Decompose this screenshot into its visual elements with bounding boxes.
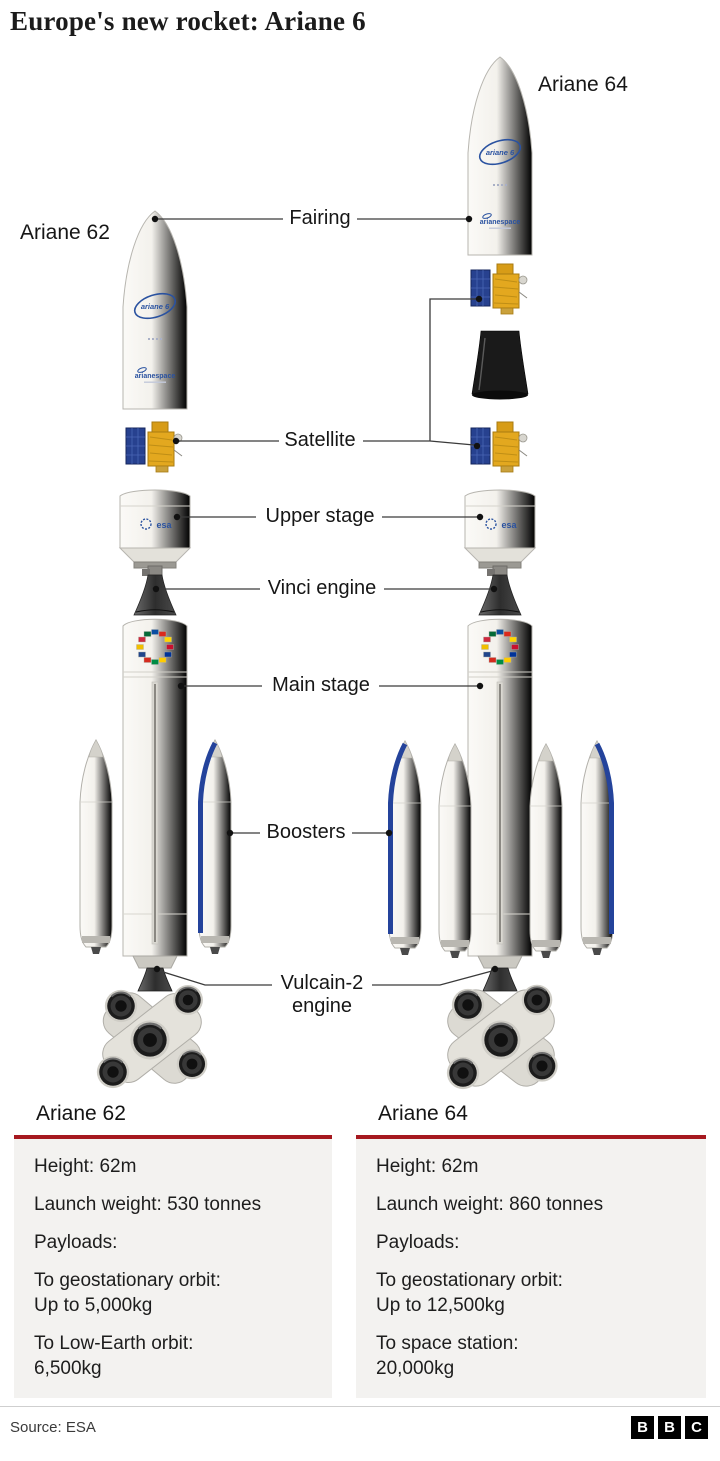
a62-booster-right bbox=[198, 739, 232, 955]
label-ariane-62: Ariane 62 bbox=[20, 221, 110, 244]
spec-row: To Low-Earth orbit:6,500kg bbox=[34, 1333, 194, 1380]
label-satellite: Satellite bbox=[284, 429, 356, 451]
a64-fairing-art bbox=[467, 56, 533, 256]
connector-dots bbox=[151, 215, 499, 973]
spec-row: Launch weight: 530 tonnes bbox=[34, 1194, 262, 1216]
bbc-logo-letter: C bbox=[685, 1416, 708, 1439]
label-upper-stage: Upper stage bbox=[265, 505, 375, 527]
spec-row: Height: 62m bbox=[34, 1156, 137, 1177]
label-vulcain-engine: Vulcain-2 engine bbox=[280, 972, 364, 1017]
a62-upper-stage-art bbox=[119, 489, 191, 569]
bbc-logo: B B C bbox=[631, 1416, 708, 1439]
spec-row: Payloads: bbox=[34, 1232, 118, 1254]
spec-row: Launch weight: 860 tonnes bbox=[376, 1194, 604, 1216]
ariane-62-rocket bbox=[79, 210, 232, 1090]
a62-fairing-art bbox=[122, 210, 188, 410]
a64-booster-inner-right bbox=[529, 743, 563, 959]
footer: Source: ESA B B C bbox=[0, 1406, 720, 1439]
a64-booster-inner-left bbox=[438, 743, 472, 959]
a64-booster-outer-left bbox=[388, 740, 422, 956]
red-rule bbox=[14, 1135, 332, 1139]
a64-upper-stage-art bbox=[464, 489, 536, 569]
spec-row: Payloads: bbox=[376, 1232, 460, 1254]
a64-engine-cluster bbox=[445, 983, 559, 1091]
spec-heading: Ariane 64 bbox=[378, 1102, 468, 1125]
spec-row: Height: 62m bbox=[376, 1156, 479, 1177]
a62-engine-cluster bbox=[95, 984, 209, 1090]
bbc-logo-letter: B bbox=[631, 1416, 654, 1439]
spec-row: To geostationary orbit:Up to 5,000kg bbox=[34, 1270, 221, 1317]
a64-booster-outer-right bbox=[580, 740, 614, 956]
spec-panel-ariane-62: Ariane 62 Height: 62m Launch weight: 530… bbox=[14, 1100, 332, 1398]
spec-row: To space station:20,000kg bbox=[376, 1333, 519, 1380]
label-fairing: Fairing bbox=[289, 207, 351, 229]
bbc-logo-letter: B bbox=[658, 1416, 681, 1439]
label-vinci-engine: Vinci engine bbox=[267, 577, 377, 599]
rocket-artwork: ariane 6 arianespace bbox=[79, 56, 614, 1091]
a64-payload-adapter-art bbox=[471, 330, 529, 400]
source-credit: Source: ESA bbox=[10, 1419, 96, 1436]
a62-main-stage-art bbox=[122, 618, 188, 992]
a64-main-stage-art bbox=[467, 618, 533, 992]
label-main-stage: Main stage bbox=[272, 674, 370, 696]
spec-heading: Ariane 62 bbox=[36, 1102, 126, 1125]
a62-satellite-art bbox=[125, 421, 183, 473]
a64-vinci-art bbox=[478, 565, 522, 616]
spec-row: To geostationary orbit:Up to 12,500kg bbox=[376, 1270, 563, 1317]
page-title: Europe's new rocket: Ariane 6 bbox=[10, 6, 366, 36]
a62-booster-left bbox=[79, 739, 113, 955]
label-boosters: Boosters bbox=[266, 821, 346, 843]
ariane-64-rocket bbox=[388, 56, 614, 1091]
connector-lines bbox=[158, 218, 493, 986]
spec-panel-ariane-64: Ariane 64 Height: 62m Launch weight: 860… bbox=[356, 1100, 706, 1398]
red-rule bbox=[356, 1135, 706, 1139]
a64-upper-satellite-art bbox=[470, 263, 528, 315]
label-ariane-64: Ariane 64 bbox=[538, 73, 628, 96]
